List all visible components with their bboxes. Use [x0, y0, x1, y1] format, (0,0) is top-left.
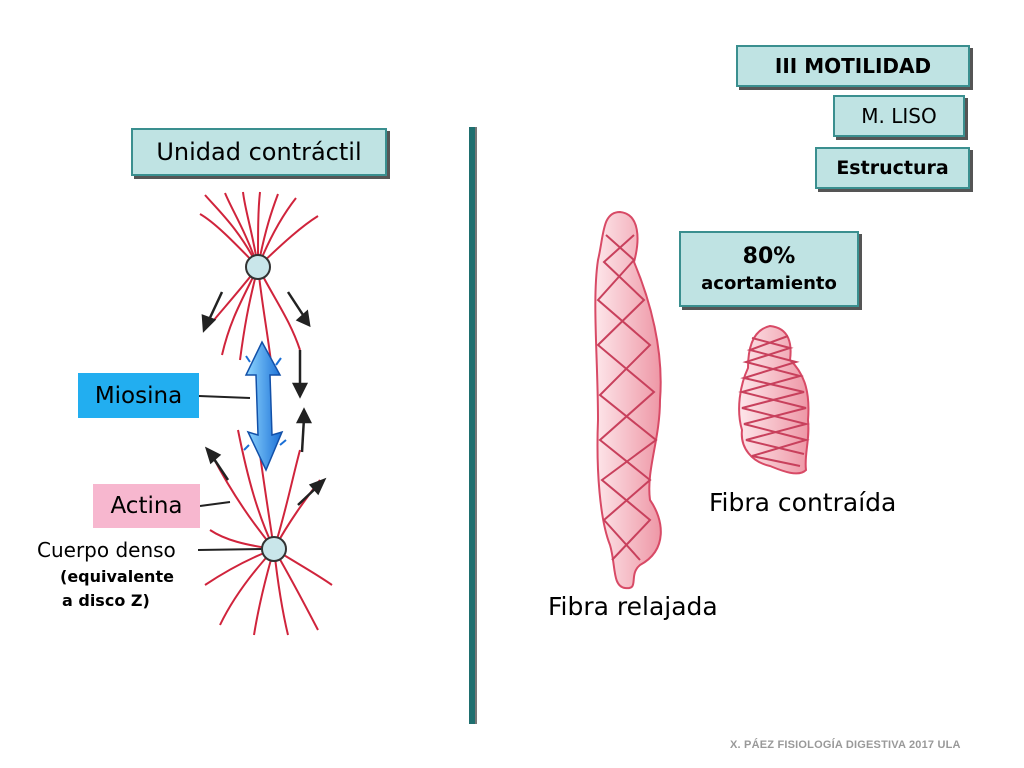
contracted-fiber-label: Fibra contraída — [709, 488, 897, 517]
subsection-title: M. LISO — [833, 95, 965, 137]
myosin-filament — [243, 340, 287, 472]
dense-body-label: Cuerpo denso — [37, 538, 176, 562]
shortening-box: 80% acortamiento — [679, 231, 859, 307]
contractile-unit-title: Unidad contráctil — [131, 128, 387, 176]
actin-filaments-top — [199, 191, 319, 371]
label-pointers — [197, 395, 263, 551]
myosin-label: Miosina — [78, 373, 199, 418]
panel-divider — [469, 127, 475, 724]
dense-body-note-line2: a disco Z) — [62, 591, 150, 610]
relaxed-fiber-label: Fibra relajada — [548, 592, 718, 621]
section-title: III MOTILIDAD — [736, 45, 970, 87]
dense-body-note-line1: (equivalente — [60, 567, 174, 586]
shortening-label: acortamiento — [701, 272, 837, 294]
relaxed-fiber — [594, 210, 662, 590]
dense-body-bottom — [261, 536, 287, 562]
actin-label: Actina — [93, 484, 200, 528]
dense-body-top — [245, 254, 271, 280]
footer-credit: X. PÁEZ FISIOLOGÍA DIGESTIVA 2017 ULA — [730, 739, 961, 751]
topic-title: Estructura — [815, 147, 970, 189]
contracted-fiber — [738, 324, 810, 475]
shortening-value: 80% — [742, 244, 796, 269]
motion-arrows — [201, 291, 327, 506]
